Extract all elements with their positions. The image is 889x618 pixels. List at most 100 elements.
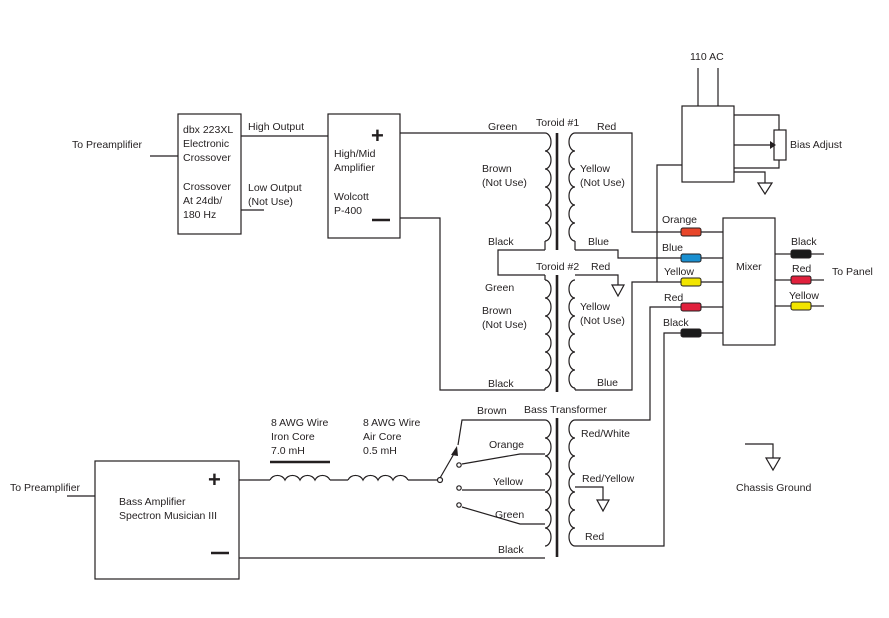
amp-plus-terminal: + [371, 123, 384, 148]
air-inductor-line-3: 0.5 mH [363, 445, 397, 457]
iron-inductor-line-3: 7.0 mH [271, 445, 305, 457]
low-output-note: (Not Use) [248, 196, 293, 208]
toroid1-brown-note: (Not Use) [482, 177, 527, 189]
toroid2-secondary-coil [568, 279, 576, 389]
bias-wiper-arrow [770, 141, 776, 149]
iron-inductor-line-2: Iron Core [271, 431, 315, 443]
toroid1-primary-coil [544, 132, 552, 242]
plug-blue [680, 253, 723, 263]
mixer-out-red-label: Red [792, 263, 811, 275]
bass-tap-green: Green [495, 509, 524, 521]
amp-minus-wire [400, 217, 545, 391]
toroid2-blue: Blue [597, 377, 618, 389]
amp-line-1: High/Mid [334, 148, 376, 160]
crossover-box [177, 113, 242, 235]
toroid2-green: Green [485, 282, 514, 294]
chassis-ground-label: Chassis Ground [736, 482, 811, 494]
plug-black [680, 328, 723, 338]
switch-arm [439, 451, 456, 479]
ac-label: 110 AC [690, 51, 724, 63]
amp-model-1: Wolcott [334, 191, 369, 203]
toroid1-yellow: Yellow [580, 163, 610, 175]
bass-amp-line-2: Spectron Musician III [119, 510, 217, 522]
bass-tap-orange: Orange [489, 439, 524, 451]
mixer-in-black-label: Black [663, 317, 689, 329]
to-panel-label: To Panel [832, 266, 873, 278]
iron-inductor-line-1: 8 AWG Wire [271, 417, 329, 429]
bias-bottom-wire [734, 160, 780, 169]
bass-transformer-title: Bass Transformer [524, 404, 607, 416]
to-preamp-bottom-label: To Preamplifier [10, 482, 81, 494]
bias-top-wire [734, 114, 780, 130]
psu-ground-wire [734, 171, 766, 183]
crossover-setting-3: 180 Hz [183, 209, 216, 221]
out-plug-yellow [775, 301, 824, 311]
toroid2-black: Black [488, 378, 514, 390]
power-supply-box [681, 105, 735, 183]
mixer-in-blue-label: Blue [662, 242, 683, 254]
amp-model-2: P-400 [334, 205, 362, 217]
out-plug-red [775, 275, 824, 285]
switch-contact-green [456, 502, 462, 508]
t1-blue-to-blue-plug [575, 249, 657, 259]
toroid1-yellow-note: (Not Use) [580, 177, 625, 189]
bass-ground-symbol [595, 499, 611, 513]
toroid-series-link [497, 249, 545, 276]
bass-red-yellow-to-ground [575, 486, 604, 500]
toroid1-secondary-coil [568, 132, 576, 242]
bias-adjust-label: Bias Adjust [790, 139, 842, 151]
psu-ground-symbol [756, 182, 774, 196]
air-inductor-line-1: 8 AWG Wire [363, 417, 421, 429]
crossover-line-1: dbx 223XL [183, 124, 233, 136]
toroid1-green: Green [488, 121, 517, 133]
toroid2-yellow: Yellow [580, 301, 610, 313]
bass-amplifier-box [94, 460, 240, 580]
t2-ground-symbol [610, 284, 626, 298]
tap-orange-wire [461, 453, 545, 465]
tap-brown-wire [457, 419, 545, 446]
bass-tap-yellow: Yellow [493, 476, 523, 488]
mixer-box [722, 217, 776, 346]
tap-green-wire [461, 506, 545, 525]
toroid1-blue: Blue [588, 236, 609, 248]
t1-red-to-orange-plug [575, 132, 657, 233]
low-output-label: Low Output [248, 182, 302, 194]
iron-core-inductor [269, 474, 331, 482]
bass-sec-red: Red [585, 531, 604, 543]
bass-sec-red-white: Red/White [581, 428, 630, 440]
bass-red-to-black-plug [575, 332, 681, 547]
bass-tap-brown: Brown [477, 405, 507, 417]
crossover-line-2: Electronic [183, 138, 229, 150]
toroid2-brown: Brown [482, 305, 512, 317]
to-preamp-top-label: To Preamplifier [72, 139, 143, 151]
switch-common [436, 476, 444, 484]
toroid1-title: Toroid #1 [536, 117, 579, 129]
toroid2-brown-note: (Not Use) [482, 319, 527, 331]
high-mid-amplifier-box [327, 113, 401, 239]
crossover-setting-1: Crossover [183, 181, 231, 193]
air-core-inductor [347, 474, 409, 482]
mixer-in-red-label: Red [664, 292, 683, 304]
bass-tap-black: Black [498, 544, 524, 556]
out-plug-black [775, 249, 824, 259]
switch-contact-yellow [456, 485, 462, 491]
toroid2-primary-coil [544, 279, 552, 389]
toroid1-brown: Brown [482, 163, 512, 175]
psu-to-yellow-plug [656, 164, 682, 282]
t2-red-to-ground [575, 274, 619, 285]
bass-primary-coil [544, 419, 552, 547]
toroid2-yellow-note: (Not Use) [580, 315, 625, 327]
bass-red-white-to-red-plug [575, 306, 681, 421]
legend-ground-symbol [764, 457, 782, 472]
toroid1-red: Red [597, 121, 616, 133]
high-output-label: High Output [248, 121, 304, 133]
t2-blue-to-yellow-plug [575, 281, 657, 391]
plug-orange [680, 227, 723, 237]
air-inductor-line-2: Air Core [363, 431, 402, 443]
bass-amp-plus-terminal: + [208, 467, 221, 492]
legend-ground-wire [745, 443, 774, 458]
toroid1-black: Black [488, 236, 514, 248]
mixer-out-black-label: Black [791, 236, 817, 248]
switch-contact-orange [456, 462, 462, 468]
